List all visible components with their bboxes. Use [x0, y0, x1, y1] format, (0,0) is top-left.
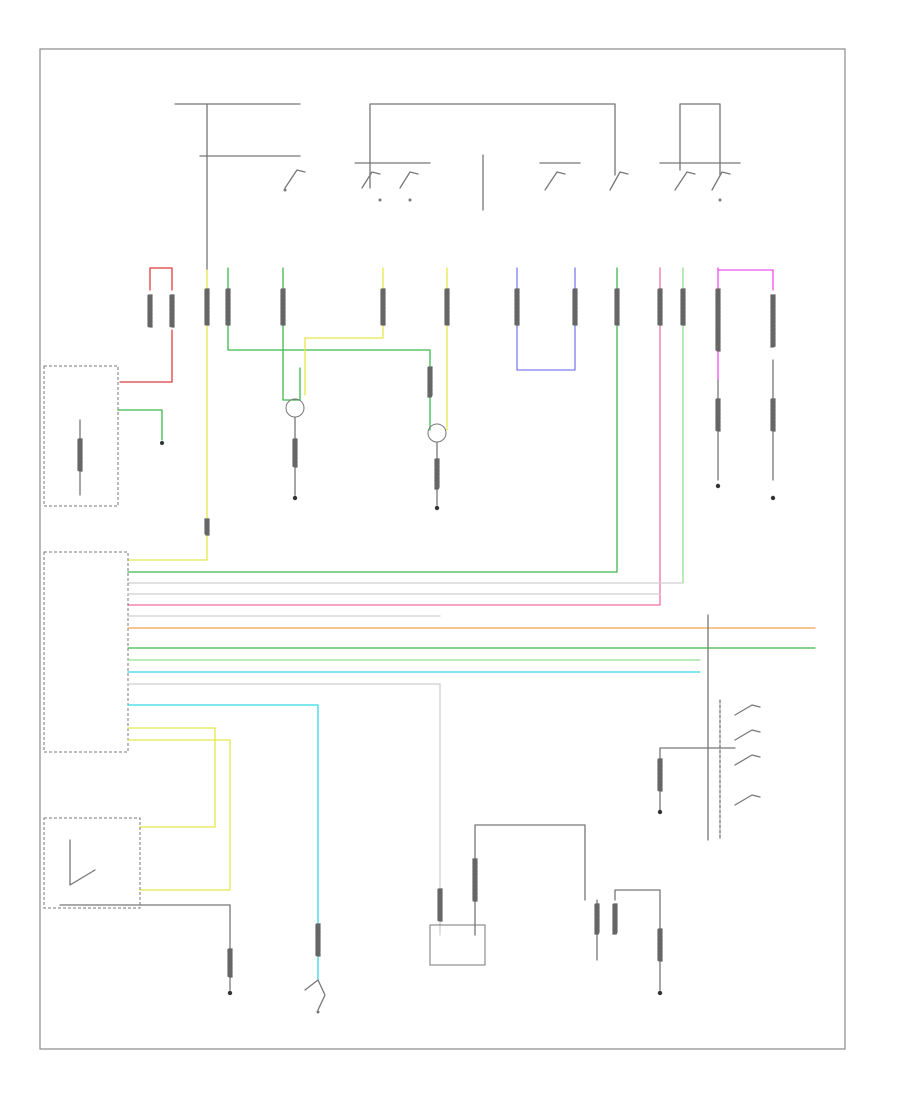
center-bottom-component [429, 683, 586, 966]
body-control-module [43, 551, 129, 753]
wire-red-left [149, 267, 173, 291]
power-feeds [174, 103, 741, 271]
turn-signal-switch [43, 817, 233, 996]
relay-switches [283, 169, 731, 202]
bottom-switch-center [304, 979, 326, 1014]
wire-green-bus [127, 267, 618, 573]
wire-yellow-turn-a [127, 727, 216, 828]
headlamp-right [427, 423, 447, 511]
wire-yellow-turn-b [127, 739, 231, 891]
wire-green-module [117, 409, 163, 441]
headlamp-left [285, 398, 305, 501]
right-switch-block [657, 614, 761, 841]
wire-yellow-main [127, 269, 208, 561]
wire-pink-bus [127, 267, 661, 606]
wire-magenta-right [717, 267, 774, 291]
diagram-frame [39, 48, 846, 1050]
wire-cyan-down [127, 704, 319, 981]
module-left [43, 365, 119, 507]
right-bottom-lamps [594, 889, 663, 996]
